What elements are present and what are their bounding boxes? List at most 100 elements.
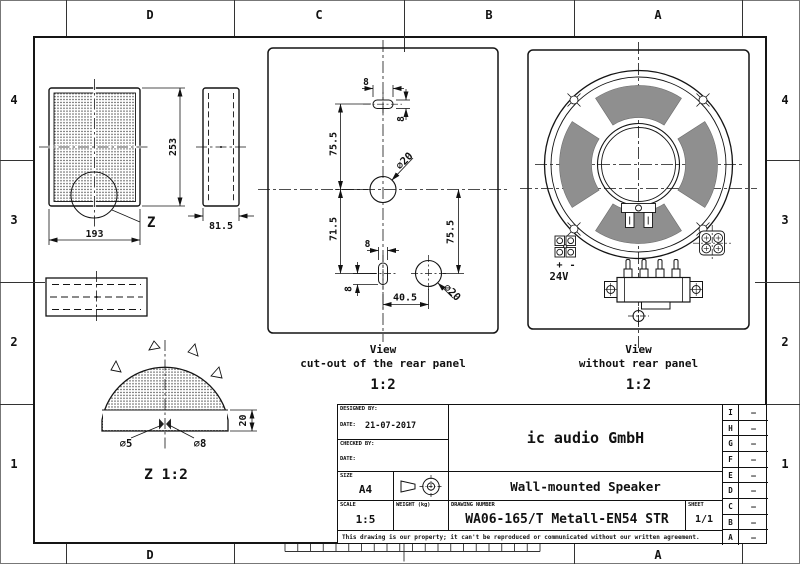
dim-top-slot-w: [362, 85, 404, 97]
revision-letter: E: [723, 467, 739, 483]
designed-by-label: DESIGNED BY:: [340, 406, 378, 412]
speaker-rim: [543, 69, 734, 260]
detail-dim-rim-height: 20: [238, 414, 249, 426]
grid-label-right-1: 1: [781, 457, 789, 471]
rear-caption-scale: 1:2: [626, 377, 651, 393]
cutout-caption-1: View: [370, 343, 397, 356]
drawing-number-label: DRAWING NUMBER: [451, 502, 495, 508]
revision-row: I–: [723, 405, 768, 421]
revision-row: G–: [723, 436, 768, 453]
revision-row: F–: [723, 452, 768, 468]
revision-table: I– H– G– F– E– D– C– B– A–: [723, 405, 768, 546]
scale-cell: SCALE 1:5: [338, 501, 394, 531]
terminal-block-right: [693, 225, 731, 261]
checked-by-cell: CHECKED BY: DATE:: [338, 440, 449, 472]
disclaimer: This drawing is our property; it can't b…: [338, 531, 723, 545]
dim-lower-span: [335, 189, 376, 274]
revision-note: –: [751, 423, 756, 433]
revision-letter: D: [723, 483, 739, 499]
drawing-title: Wall-mounted Speaker: [449, 472, 723, 501]
revision-note: –: [751, 533, 756, 543]
terminal-voltage-label: 24V: [550, 271, 570, 283]
dim-right-span: [443, 189, 464, 274]
cutout-dim-bottom-slot-w: 8: [365, 239, 371, 250]
sheet-label: SHEET: [688, 502, 704, 508]
front-dim-depth: 81.5: [209, 221, 233, 232]
dim-width: [48, 209, 141, 245]
panel-hole: [628, 307, 649, 326]
terminal-minus-label: -: [569, 260, 575, 271]
front-view: [39, 79, 254, 323]
grid-label-top-a: A: [654, 8, 662, 22]
revision-note: –: [751, 486, 756, 496]
cutout-dim-top-slot-w: 8: [363, 77, 369, 88]
terminal-block-left: [554, 235, 576, 258]
grid-label-left-2: 2: [10, 335, 18, 349]
revision-row: B–: [723, 514, 768, 531]
grid-label-top-c: C: [315, 8, 323, 22]
revision-note: –: [751, 517, 756, 527]
dim-upper-span: [335, 103, 371, 190]
corner-hole: [411, 255, 454, 299]
reference-ruler: [284, 544, 541, 562]
dim-rim: [230, 409, 257, 432]
revision-row: H–: [723, 420, 768, 437]
front-dim-width: 193: [85, 229, 103, 240]
cutout-dim-corner-hole: ⌀20: [441, 282, 463, 304]
company-name: ic audio GmbH: [449, 405, 723, 472]
top-view: [45, 271, 148, 323]
detail-ref-label: Z: [147, 215, 155, 231]
sheet-cell: SHEET 1/1: [686, 501, 723, 531]
cutout-dim-bottom-slot-h: 8: [344, 286, 355, 292]
rim-screws: [567, 93, 710, 236]
spade-terminals: [621, 203, 656, 228]
transformer: [604, 259, 703, 310]
grid-label-left-3: 3: [10, 213, 18, 227]
revision-letter: I: [723, 405, 739, 420]
date-label-1: DATE:: [340, 422, 356, 428]
revision-note: –: [751, 407, 756, 417]
drawing-number-cell: DRAWING NUMBER WA06-165/T Metall-EN54 ST…: [449, 501, 686, 531]
weight-label: WEIGHT (kg): [396, 502, 431, 508]
revision-note: –: [751, 454, 756, 464]
revision-letter: H: [723, 420, 739, 436]
grid-label-bottom-d: D: [146, 548, 154, 562]
detail-z-circle: [70, 171, 118, 219]
sheet-value: 1/1: [694, 514, 714, 525]
drawing-number-value: WA06-165/T Metall-EN54 STR: [465, 512, 669, 527]
grid-label-right-2: 2: [781, 335, 789, 349]
revision-note: –: [751, 439, 756, 449]
revision-note: –: [751, 501, 756, 511]
grid-label-top-d: D: [146, 8, 154, 22]
projection-symbol-cell: [394, 472, 449, 501]
cutout-view: [258, 40, 508, 342]
revision-row: A–: [723, 530, 768, 546]
detail-dim-hole-small: ⌀5: [120, 438, 133, 450]
grid-label-bottom-a: A: [654, 548, 662, 562]
cutout-dim-top-slot-h: 8: [396, 116, 407, 122]
dim-depth: [188, 208, 254, 221]
front-dim-height: 253: [168, 138, 179, 156]
grid-label-top-b: B: [485, 8, 493, 22]
revision-row: E–: [723, 467, 768, 484]
grid-label-right-3: 3: [781, 213, 789, 227]
designed-by-cell: DESIGNED BY: DATE: 21-07-2017: [338, 405, 449, 440]
basket-windows: [559, 85, 718, 244]
size-value: A4: [358, 482, 373, 496]
scale-label: SCALE: [340, 502, 356, 508]
rear-caption-2: without rear panel: [579, 357, 698, 370]
revision-letter: A: [723, 530, 739, 546]
cutout-dim-right: 75.5: [446, 220, 457, 244]
cutout-caption-scale: 1:2: [370, 377, 395, 393]
cutout-caption-2: cut-out of the rear panel: [300, 357, 466, 370]
revision-letter: F: [723, 452, 739, 467]
cutout-dim-lower: 71.5: [329, 217, 340, 241]
detail-z-view: [101, 340, 257, 450]
title-block: DESIGNED BY: DATE: 21-07-2017 CHECKED BY…: [337, 404, 768, 546]
dim-bottom-slot-h: [353, 262, 378, 296]
size-cell: SIZE A4: [338, 472, 394, 501]
checked-by-label: CHECKED BY:: [340, 441, 375, 447]
revision-letter: C: [723, 499, 739, 514]
